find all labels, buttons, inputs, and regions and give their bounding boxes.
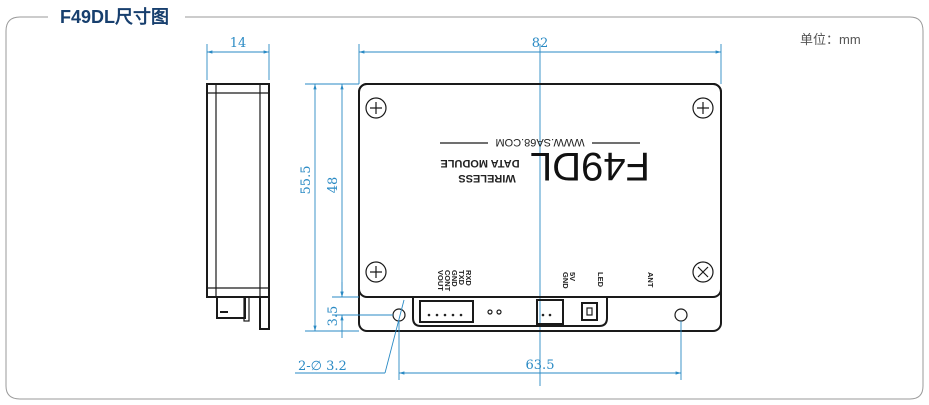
power-connector	[536, 299, 564, 325]
screw-icon	[692, 97, 714, 119]
dimension-length: 82	[358, 36, 722, 84]
frame-border	[5, 16, 924, 400]
side-view	[206, 83, 270, 330]
dimension-hole-spacing: 63.5	[398, 321, 682, 380]
dimension-heights: 55.5 48 3.5	[299, 83, 393, 338]
screw-icon	[365, 261, 387, 283]
led-indicator	[581, 302, 598, 321]
unit-label: 单位：mm	[800, 32, 861, 47]
pin-label: RXD	[464, 270, 473, 286]
pin-label: CONT	[443, 270, 452, 292]
website-label: WWW.SA68.COM	[495, 136, 584, 148]
ant-label: ANT	[646, 272, 655, 288]
total-height-label: 55.5	[299, 166, 314, 195]
led-label: LED	[596, 272, 605, 288]
wireless-label: WIRELESS	[458, 172, 515, 184]
hole-spacing-label: 63.5	[526, 358, 555, 373]
page-title: F49DL尺寸图	[60, 6, 169, 27]
mount-hole	[674, 308, 688, 322]
length-label: 82	[532, 36, 549, 51]
dimension-depth: 14	[206, 36, 270, 80]
screw-icon	[365, 97, 387, 119]
model-label: F49DL	[530, 144, 650, 188]
hole-offset-label: 3.5	[326, 306, 341, 327]
signal-connector	[419, 300, 474, 323]
power-pin-label: 5V	[568, 272, 577, 281]
data-module-label: DATA MODULE	[440, 157, 519, 169]
pin-label: GND	[450, 270, 459, 287]
depth-label: 14	[230, 36, 247, 51]
screw-icon	[692, 261, 714, 283]
module-top-view: WWW.SA68.COM F49DL WIRELESS DATA MODULE …	[358, 83, 722, 332]
dimension-hole-diameter: 2-∅ 3.2	[295, 299, 405, 374]
pin-label: VOUT	[436, 270, 445, 291]
pin-label: TXD	[457, 270, 466, 286]
power-pin-label: GND	[561, 272, 570, 289]
board-height-label: 48	[326, 177, 341, 194]
hole-diameter-label: 2-∅ 3.2	[298, 359, 347, 374]
